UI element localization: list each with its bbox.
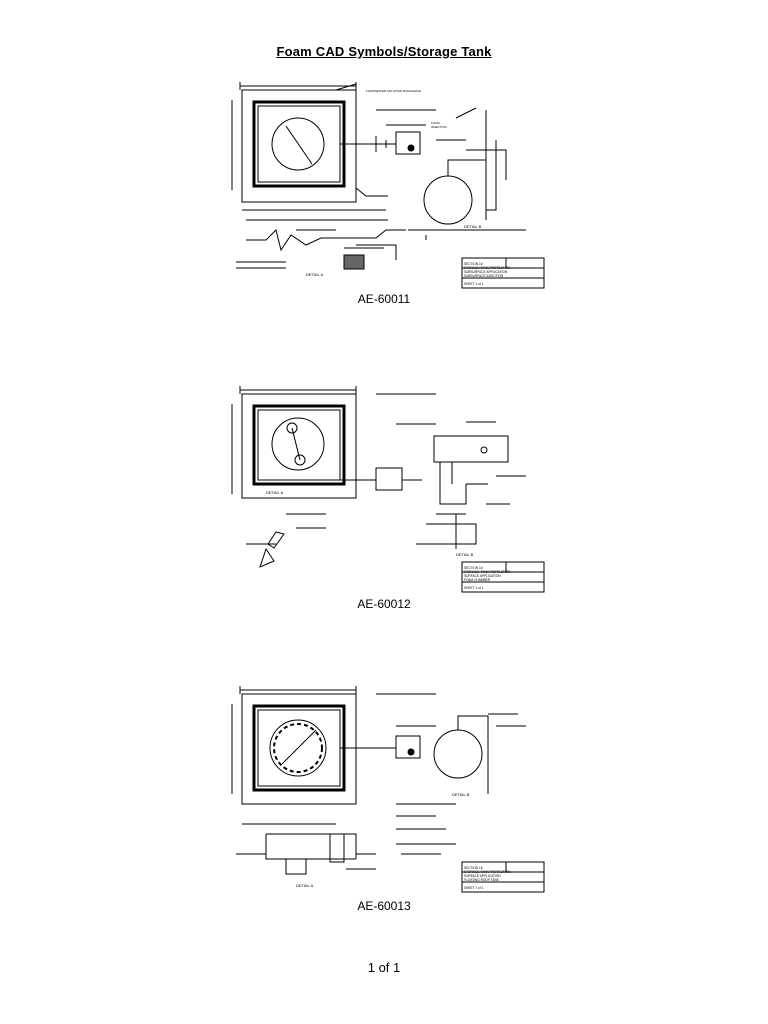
title-block-line-1: SECTION 16	[464, 566, 483, 570]
title-block-line-5: SHEET 1 of 1	[464, 586, 484, 590]
cad-drawing-ae-60011: FOAM/WATER SOLUTION DISCHARGE FOAM INJEC…	[226, 80, 548, 292]
detail-b-label: DETAIL B	[452, 792, 470, 797]
page-title: Foam CAD Symbols/Storage Tank	[276, 44, 492, 59]
title-block-line-2: STORAGE TANK PROTECTION	[464, 266, 511, 270]
svg-text:FOAM/WATER SOLUTION DISCHARGE: FOAM/WATER SOLUTION DISCHARGE	[366, 89, 421, 93]
cad-drawing-ae-60013: DETAIL A DETAIL B SECTION 16 STORAGE TAN…	[226, 684, 548, 896]
detail-a-label: DETAIL A	[266, 490, 283, 495]
title-block-line-4: FLOATING ROOF TANK	[464, 878, 500, 882]
detail-b-label: DETAIL B	[456, 552, 474, 557]
title-block-line-3: SURFACE APPLICATION	[464, 574, 501, 578]
title-block-line-1: SECTION 16	[464, 262, 483, 266]
title-block-line-4: FOAM CHAMBER	[464, 578, 491, 582]
cad-drawing-ae-60012: DETAIL A DETAIL B SECTION 16 STORAGE TAN…	[226, 384, 548, 596]
title-block-line-5: SHEET 1 of 1	[464, 886, 484, 890]
cad-drawing-ae-60013-graphic: DETAIL A DETAIL B SECTION 16 STORAGE TAN…	[231, 686, 545, 893]
page-indicator: 1 of 1	[367, 960, 401, 975]
drawing-caption-ae-60013: AE-60013	[357, 899, 411, 913]
title-block-line-3: SURFACE APPLICATION	[464, 874, 501, 878]
title-block-line-4: SUBSURFACE INJECTION	[464, 274, 504, 278]
svg-text:FOAM: FOAM	[431, 121, 440, 125]
cad-drawing-ae-60012-graphic: DETAIL A DETAIL B SECTION 16 STORAGE TAN…	[231, 386, 545, 593]
detail-b-label: DETAIL B	[464, 224, 482, 229]
svg-text:INJECTION: INJECTION	[431, 125, 447, 129]
cad-drawing-ae-60011-graphic: FOAM/WATER SOLUTION DISCHARGE FOAM INJEC…	[231, 82, 545, 289]
detail-a-label: DETAIL A	[306, 272, 323, 277]
title-block-line-2: STORAGE TANK PROTECTION	[464, 570, 511, 574]
title-block-line-2: STORAGE TANK PROTECTION	[464, 870, 511, 874]
title-block-line-1: SECTION 16	[464, 866, 483, 870]
drawing-caption-ae-60011: AE-60011	[357, 292, 411, 306]
title-block-line-3: SUBSURFACE APPLICATION	[464, 270, 508, 274]
title-block-line-5: SHEET 1 of 1	[464, 282, 484, 286]
drawing-caption-ae-60012: AE-60012	[357, 597, 411, 611]
detail-a-label: DETAIL A	[296, 883, 313, 888]
